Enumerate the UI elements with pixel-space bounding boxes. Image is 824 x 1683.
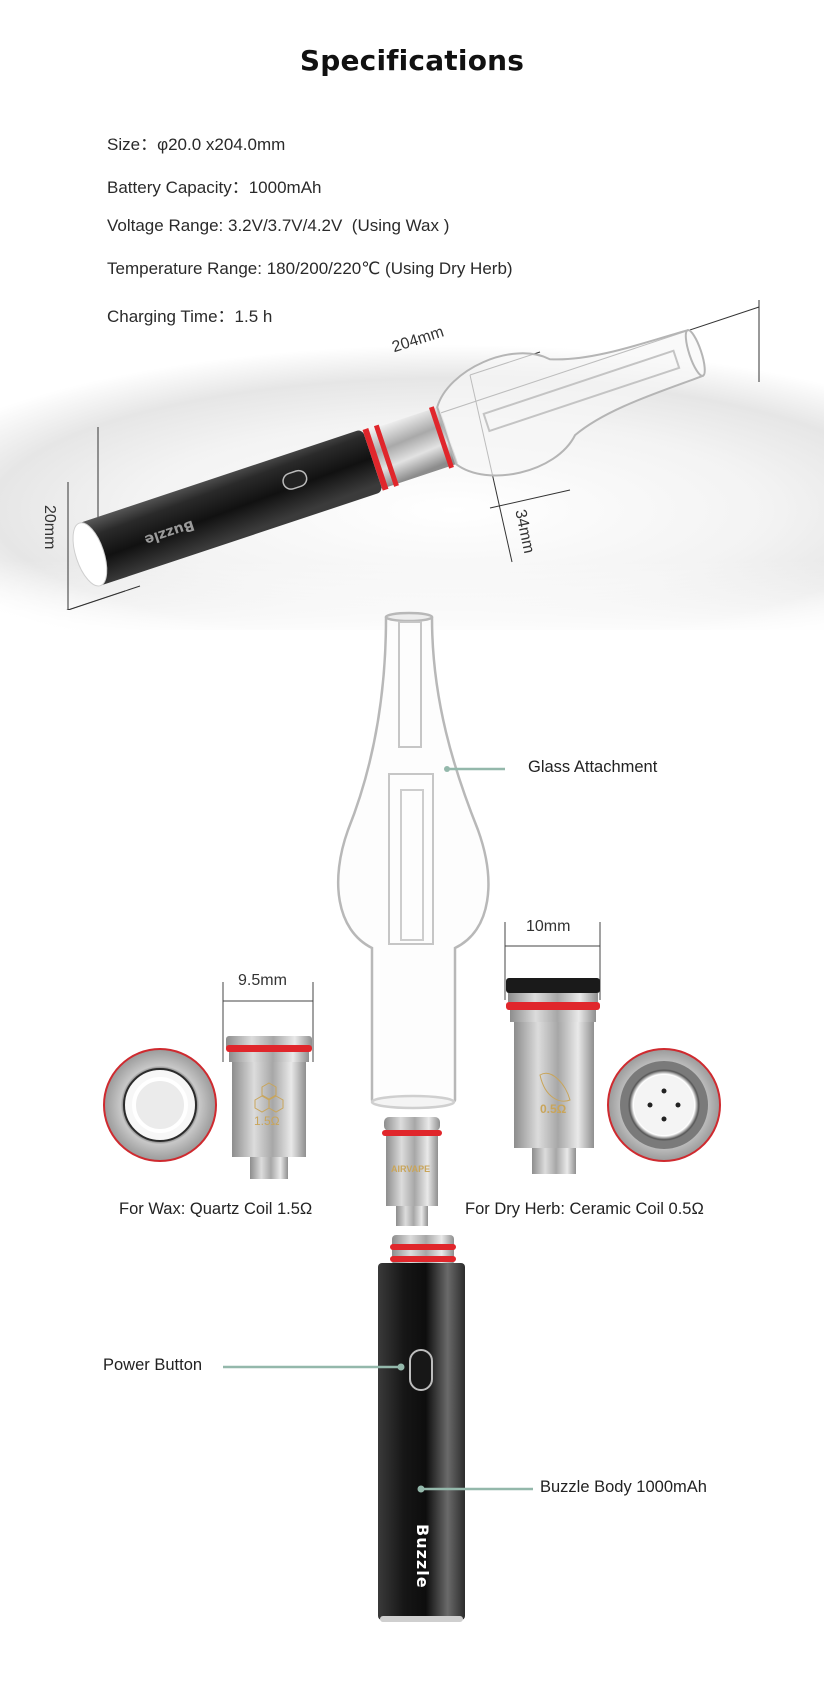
page-title: Specifications (299, 44, 525, 77)
battery-body (378, 1235, 465, 1622)
wax-coil-resistance: 1.5Ω (254, 1114, 280, 1128)
label-herb-coil: For Dry Herb: Ceramic Coil 0.5Ω (465, 1200, 704, 1218)
label-power-button: Power Button (103, 1356, 203, 1374)
exploded-view-illustration (103, 611, 721, 1622)
label-wax-coil: For Wax: Quartz Coil 1.5Ω (119, 1200, 313, 1218)
spec-charging-time: Charging Time：1.5 h (107, 307, 273, 326)
glass-attachment (336, 611, 490, 1110)
wax-coil-body (222, 982, 314, 1179)
herb-coil-body (504, 922, 601, 1174)
label-glass-attachment: Glass Attachment (528, 758, 658, 776)
dimension-wax-coil: 9.5mm (238, 972, 287, 989)
wax-coil-top-view (103, 1048, 217, 1162)
herb-coil-resistance: 0.5Ω (540, 1102, 567, 1116)
hero-device-illustration: Buzzle (66, 300, 760, 610)
battery-brand-text: Buzzle (413, 1524, 432, 1589)
label-buzzle-body: Buzzle Body 1000mAh (540, 1478, 707, 1496)
dimension-diameter: 20mm (41, 505, 58, 550)
spec-voltage-range: Voltage Range: 3.2V/3.7V/4.2V (Using Wax… (107, 216, 450, 235)
spec-size: Size：φ20.0 x204.0mm (107, 135, 286, 154)
herb-coil-top-view (607, 1048, 721, 1162)
spec-temperature-range: Temperature Range: 180/200/220℃ (Using D… (107, 259, 513, 278)
center-coil-brand: AIRVAPE (391, 1164, 431, 1174)
spec-battery-capacity: Battery Capacity：1000mAh (107, 178, 322, 197)
center-coil (382, 1117, 442, 1226)
dimension-herb-coil: 10mm (526, 918, 571, 935)
